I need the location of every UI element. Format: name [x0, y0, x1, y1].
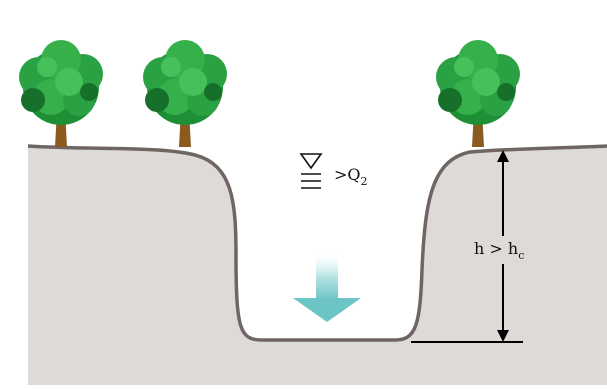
ground-cross-section — [28, 146, 607, 385]
water-surface-symbol-icon — [299, 153, 323, 189]
tree-icon — [17, 38, 105, 149]
height-label-subscript: c — [518, 249, 524, 262]
tree-icon — [141, 38, 229, 149]
water-level-label: >Q2 — [334, 165, 368, 188]
downward-flow-arrow-icon — [293, 250, 361, 322]
height-label-background — [472, 236, 534, 264]
ground-outline — [27, 144, 607, 342]
height-label: h > hc — [474, 239, 524, 262]
water-level-subscript: 2 — [361, 175, 368, 188]
tree-icon — [434, 38, 522, 149]
